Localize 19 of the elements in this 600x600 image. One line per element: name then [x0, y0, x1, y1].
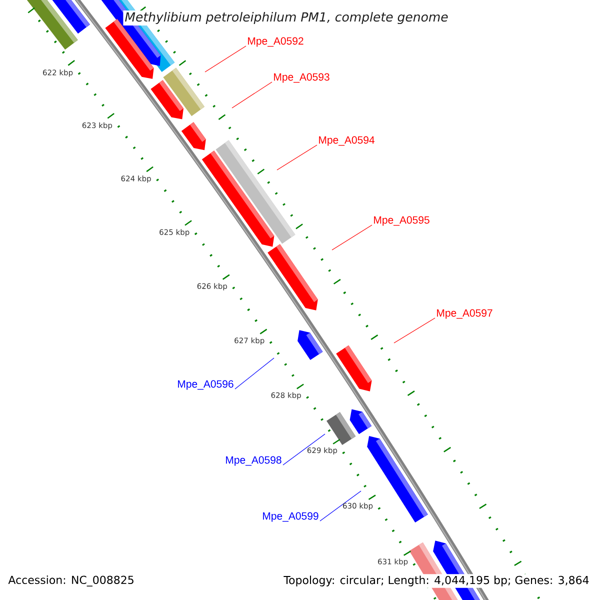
leader-line	[394, 318, 436, 344]
leader-line	[276, 144, 318, 170]
map-title: Methylibium petroleiphilum PM1, complete genome	[123, 10, 450, 26]
gene-label: Mpe_A0599	[263, 512, 318, 522]
leader-line	[282, 434, 326, 466]
gene-label: Mpe_A0593	[274, 73, 330, 83]
leader-line	[332, 224, 372, 250]
gene-label: Mpe_A0595	[374, 216, 430, 226]
leader-line	[320, 490, 362, 522]
accession-label: Accession: NC_008825	[8, 576, 134, 586]
gene-label: Mpe_A0597	[437, 309, 492, 319]
gene-label: Mpe_A0592	[248, 37, 304, 47]
leader-line	[234, 358, 274, 390]
leader-line	[232, 82, 272, 108]
gene-label: Mpe_A0594	[319, 136, 374, 146]
gene-label: Mpe_A0598	[226, 456, 282, 466]
leader-line	[204, 46, 246, 72]
gene-label: Mpe_A0596	[178, 380, 234, 390]
genome-stats: Topology: circular; Length: 4,044,195 bp; Genes: 3,864	[282, 574, 591, 588]
